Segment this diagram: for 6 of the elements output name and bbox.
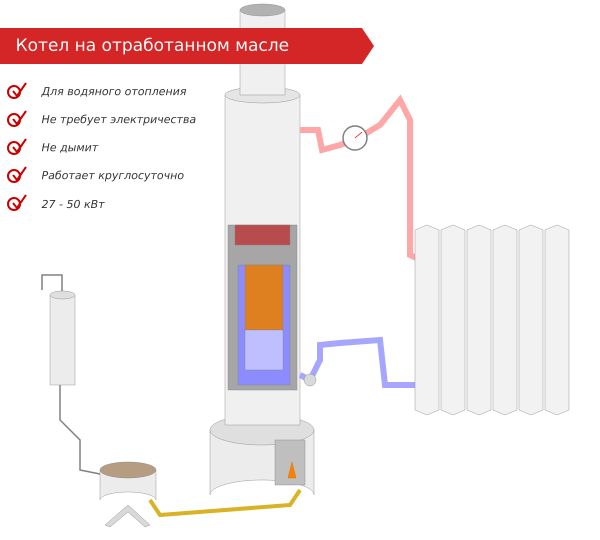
feature-text: Не требует электричества [42, 114, 196, 126]
title-banner: Котел на отработанном масле [0, 28, 374, 64]
feature-text: Не дымит [42, 143, 98, 153]
feature-text: Работает круглосуточно [42, 170, 184, 182]
feature-text: 27 - 50 кВт [42, 200, 105, 208]
feature-text: Для водяного отопления [41, 87, 186, 97]
